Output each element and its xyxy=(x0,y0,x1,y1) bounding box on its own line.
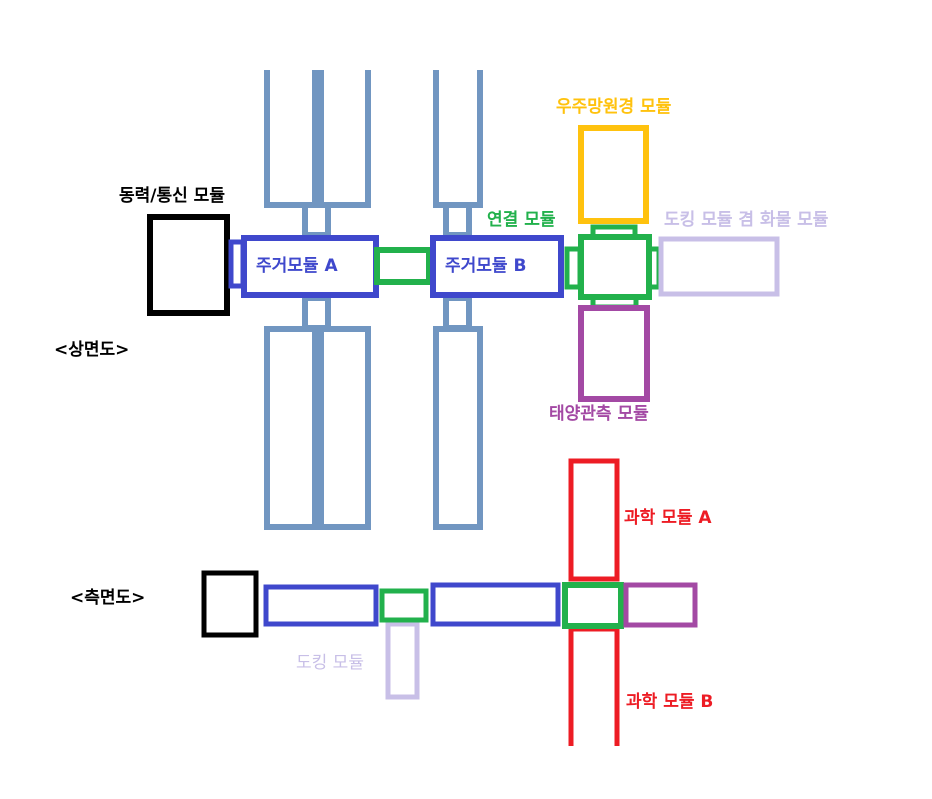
habitat-a-label: 주거모듈 A xyxy=(256,256,338,276)
habitat-module-a xyxy=(241,235,379,298)
science-b-label: 과학 모듈 B xyxy=(626,692,714,712)
solar-panel-bottom-left-1 xyxy=(264,326,318,530)
truss-bottom-left xyxy=(302,295,331,331)
solar-panel-bottom-left-2 xyxy=(318,326,371,530)
side-view-title: <측면도> xyxy=(70,588,146,608)
truss-top-right xyxy=(443,202,472,238)
connector-label: 연결 모듈 xyxy=(487,210,556,230)
habitat-module-b xyxy=(430,235,564,298)
connector-ab xyxy=(374,247,432,285)
side-habitat-b xyxy=(430,582,561,627)
solar-observation-module xyxy=(578,305,650,402)
truss-bottom-right xyxy=(443,295,472,331)
telescope-module xyxy=(578,125,649,224)
truss-top-left xyxy=(302,202,331,238)
solar-panel-top-left-1 xyxy=(264,70,318,208)
connection-node xyxy=(578,234,652,300)
solar-panels xyxy=(264,70,483,530)
side-power-module xyxy=(201,570,259,638)
side-solar-observation xyxy=(623,582,698,628)
side-connector xyxy=(379,588,429,623)
solar-panel-top-right xyxy=(433,70,483,208)
power-module xyxy=(147,214,230,316)
top-view-title: <상면도> xyxy=(54,340,130,360)
science-a-label: 과학 모듈 A xyxy=(624,508,712,528)
side-docking-module xyxy=(385,621,420,700)
solar-panel-top-left-2 xyxy=(318,70,371,208)
docking-cargo-module xyxy=(658,236,780,297)
side-habitat-a xyxy=(263,584,379,627)
habitat-b-label: 주거모듈 B xyxy=(445,256,527,276)
power-module-label: 동력/통신 모듈 xyxy=(119,186,225,206)
side-docking-label: 도킹 모듈 xyxy=(296,653,364,673)
solar-panel-bottom-right xyxy=(433,326,483,530)
solar-observation-label: 태양관측 모듈 xyxy=(549,404,649,424)
docking-cargo-label: 도킹 모듈 겸 화물 모듈 xyxy=(664,210,829,230)
science-module-b xyxy=(568,626,620,746)
science-module-a xyxy=(568,458,620,582)
telescope-label: 우주망원경 모듈 xyxy=(556,97,672,117)
side-node xyxy=(562,582,624,629)
